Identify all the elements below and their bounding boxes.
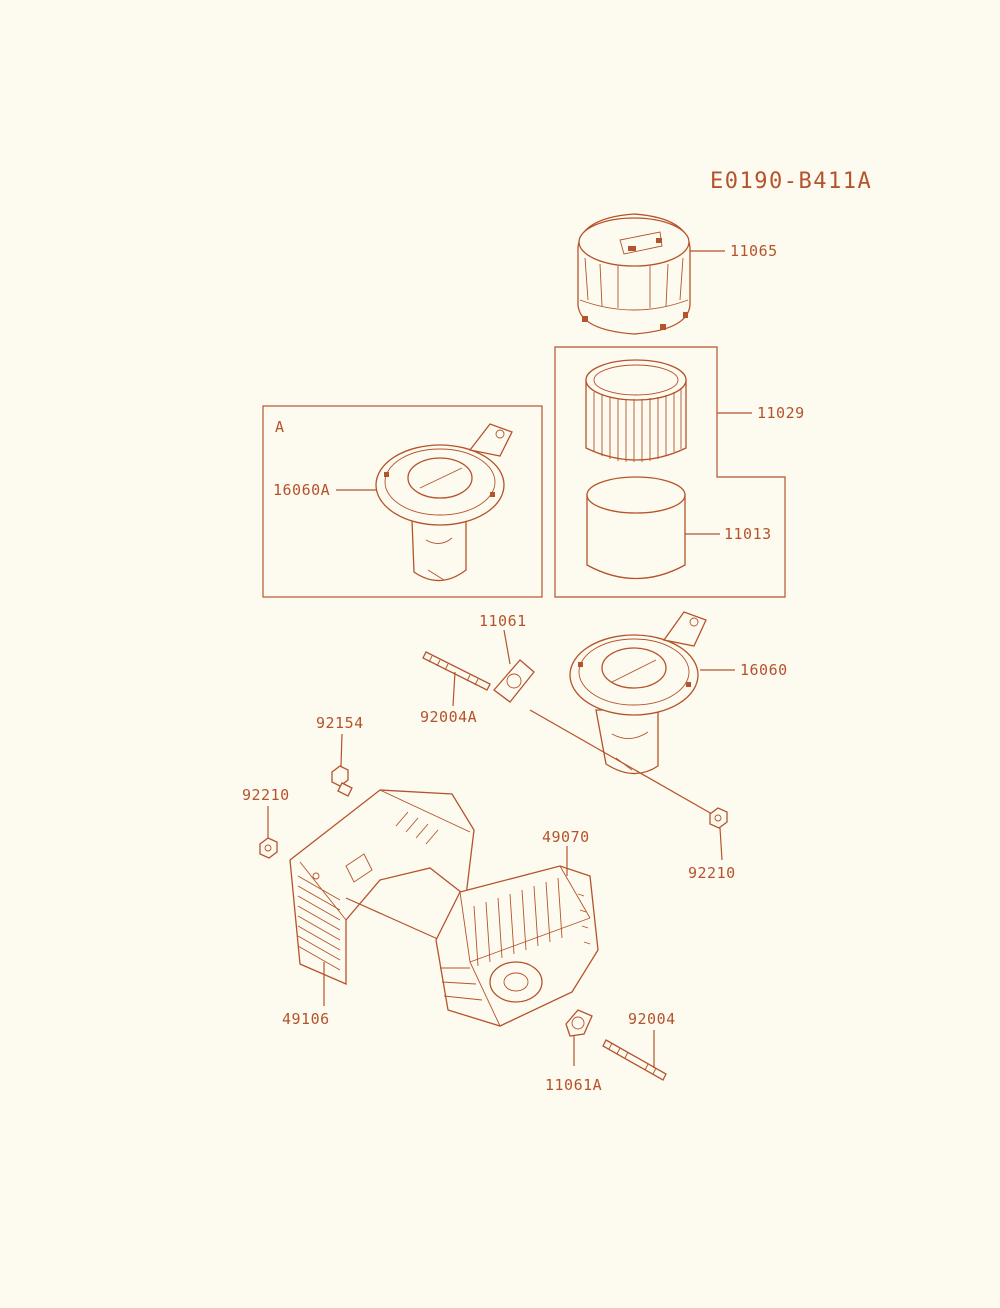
- variant-box-a: [262, 405, 543, 598]
- air-cleaner-cover-11065[interactable]: [577, 213, 691, 335]
- part-label-92210-left: 92210: [242, 786, 290, 804]
- nut-92210-right[interactable]: [709, 807, 728, 829]
- air-cleaner-base-16060A[interactable]: [375, 423, 513, 582]
- bolt-92154[interactable]: [331, 765, 353, 797]
- part-label-11065: 11065: [730, 242, 778, 260]
- part-label-11061A: 11061A: [545, 1076, 602, 1094]
- part-label-16060A: 16060A: [273, 481, 330, 499]
- muffler-49070[interactable]: [435, 865, 599, 1027]
- part-label-92154: 92154: [316, 714, 364, 732]
- gasket-11061[interactable]: [493, 659, 535, 703]
- part-label-49070: 49070: [542, 828, 590, 846]
- part-label-92004: 92004: [628, 1010, 676, 1028]
- part-label-11029: 11029: [757, 404, 805, 422]
- part-label-16060: 16060: [740, 661, 788, 679]
- pre-cleaner-11013[interactable]: [586, 476, 686, 580]
- part-label-11061: 11061: [479, 612, 527, 630]
- paper-filter-element[interactable]: [585, 359, 687, 462]
- gasket-11061A[interactable]: [565, 1009, 593, 1037]
- part-label-49106: 49106: [282, 1010, 330, 1028]
- air-cleaner-base-16060[interactable]: [569, 611, 707, 775]
- diagram-code: E0190-B411A: [710, 169, 872, 194]
- stud-92004A[interactable]: [422, 651, 491, 691]
- stud-92004[interactable]: [602, 1039, 667, 1081]
- muffler-cover-49106[interactable]: [289, 789, 475, 985]
- nut-92210-left[interactable]: [259, 837, 278, 859]
- part-label-92004A: 92004A: [420, 708, 477, 726]
- filter-element-group-box: [554, 346, 786, 598]
- part-label-11013: 11013: [724, 525, 772, 543]
- variant-label-a: A: [275, 418, 285, 436]
- part-label-92210-right: 92210: [688, 864, 736, 882]
